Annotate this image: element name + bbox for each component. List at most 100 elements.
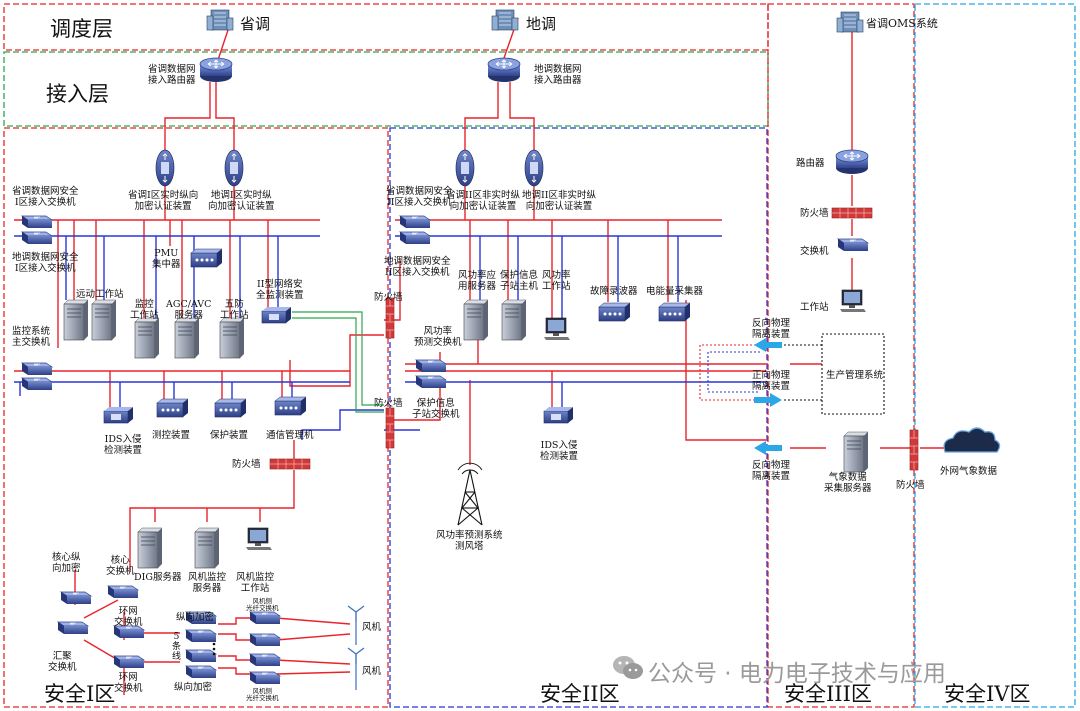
- core-enc-icon[interactable]: [60, 591, 92, 605]
- reverse-isolation-2-icon[interactable]: [754, 441, 782, 455]
- province-enc2-icon[interactable]: [455, 149, 475, 187]
- dispatch-layer-label: 调度层: [50, 17, 113, 41]
- zone3-firewall-label: 防火墙: [800, 208, 829, 219]
- monitor-main-sw-a-icon[interactable]: [21, 362, 53, 376]
- met-tower-icon[interactable]: [457, 462, 483, 526]
- ids2-label: IDS入侵检测装置: [540, 440, 579, 462]
- dig-server-icon[interactable]: [137, 527, 163, 569]
- province-router-icon[interactable]: [199, 57, 233, 83]
- fgl-sw-label: 风功率预测交换机: [414, 326, 462, 348]
- protection-icon[interactable]: [214, 398, 247, 418]
- prefecture-dispatch-label: 地调: [526, 15, 557, 33]
- agc-server-icon[interactable]: [174, 317, 200, 359]
- vert-enc-2a-icon[interactable]: [185, 649, 217, 663]
- monitor-ws-icon[interactable]: [134, 317, 160, 359]
- zone-3-box: [767, 3, 915, 708]
- vert-enc-2b-icon[interactable]: [185, 665, 217, 679]
- measure-ctrl-icon[interactable]: [156, 398, 189, 418]
- fj-side-sw-3-icon[interactable]: [249, 653, 281, 667]
- turbine-2-icon[interactable]: [347, 647, 365, 690]
- ids1-icon[interactable]: [103, 406, 134, 424]
- zone3-switch-icon[interactable]: [837, 238, 869, 252]
- zone3-router-icon[interactable]: [835, 149, 869, 175]
- security-monitor-icon[interactable]: [261, 306, 292, 324]
- telecontrol-ws-b-icon[interactable]: [91, 299, 117, 341]
- fgl-ws-icon[interactable]: [543, 317, 571, 341]
- fj-server-icon[interactable]: [194, 527, 220, 569]
- zone3-firewall-icon[interactable]: [831, 207, 873, 219]
- province-dispatch-icon[interactable]: [206, 9, 234, 31]
- firewall-mid-icon[interactable]: [385, 407, 395, 449]
- prefecture-enc2-label: 地调II区非实时纵向加密认证装置: [522, 190, 597, 212]
- monitor-main-sw-b-icon[interactable]: [21, 377, 53, 391]
- firewall-top-label: 防火墙: [374, 292, 403, 303]
- wufang-ws-icon[interactable]: [219, 317, 245, 359]
- zone3-ws-label: 工作站: [800, 302, 829, 313]
- prot-info-sw-icon[interactable]: [415, 375, 447, 389]
- prefecture-sw2-icon[interactable]: [399, 231, 431, 245]
- zone3-ws-icon[interactable]: [839, 289, 867, 313]
- aggr-sw-icon[interactable]: [57, 621, 89, 635]
- province-router-label: 省调数据网接入路由器: [148, 64, 196, 86]
- vert-enc-1b-icon[interactable]: [185, 629, 217, 643]
- prefecture-sw1-icon[interactable]: [21, 231, 53, 245]
- blue-network-lines: [14, 235, 766, 440]
- province-sw1-icon[interactable]: [21, 215, 53, 229]
- telecontrol-ws-a-icon[interactable]: [63, 299, 89, 341]
- province-sw2-icon[interactable]: [399, 215, 431, 229]
- energy-collector-label: 电能量采集器: [646, 286, 704, 297]
- fj-side-sw-4-icon[interactable]: [249, 671, 281, 685]
- firewall-mid-label: 防火墙: [374, 398, 403, 409]
- zone-4-box: [914, 3, 1076, 708]
- zone4-firewall-icon[interactable]: [909, 429, 919, 471]
- prod-mgmt-label: 生产管理系统: [826, 370, 884, 381]
- prot-info-host-icon[interactable]: [501, 299, 527, 341]
- forward-isolation-label: 正向物理隔离装置: [752, 370, 791, 392]
- reverse-isolation-2-label: 反向物理隔离装置: [752, 460, 791, 482]
- province-enc1-icon[interactable]: [155, 149, 175, 187]
- fj-ws-icon[interactable]: [245, 527, 273, 551]
- weather-server-icon[interactable]: [843, 431, 869, 473]
- prefecture-router-icon[interactable]: [487, 57, 521, 83]
- measure-ctrl-label: 测控装置: [152, 430, 191, 441]
- fault-recorder-icon[interactable]: [598, 302, 631, 322]
- turbine-1-label: 风机: [362, 622, 382, 633]
- comm-mgr-icon[interactable]: [274, 396, 307, 416]
- ext-weather-label: 外网气象数据: [940, 466, 998, 477]
- prefecture-dispatch-icon[interactable]: [491, 9, 519, 31]
- pmu-icon[interactable]: [190, 248, 223, 268]
- access-layer-label: 接入层: [46, 82, 109, 106]
- watermark-text: 公众号 · 电力电子技术与应用: [648, 661, 946, 687]
- monitor-main-sw-label: 监控系统主交换机: [12, 326, 51, 348]
- security-monitor-label: II型网络安全监测装置: [256, 279, 304, 301]
- fgl-sw-icon[interactable]: [415, 359, 447, 373]
- ids2-icon[interactable]: [543, 406, 574, 424]
- prefecture-enc1-icon[interactable]: [224, 149, 244, 187]
- firewall-top-icon[interactable]: [385, 297, 395, 339]
- core-enc-label: 核心纵向加密: [52, 552, 81, 574]
- zone-1-box: [3, 127, 389, 708]
- turbine-1-icon[interactable]: [347, 605, 365, 645]
- zone-3-label: 安全III区: [784, 682, 872, 706]
- energy-collector-icon[interactable]: [658, 302, 691, 322]
- fgl-app-server-icon[interactable]: [463, 299, 489, 341]
- ring-sw-2-icon[interactable]: [113, 655, 145, 669]
- prefecture-router-label: 地调数据网接入路由器: [534, 64, 582, 86]
- ellipsis-dots: [212, 642, 216, 656]
- vert-enc-1-label: 纵向加密: [176, 612, 215, 623]
- aggr-sw-label: 汇聚交换机: [48, 651, 77, 673]
- core-sw-icon[interactable]: [107, 585, 139, 599]
- prot-info-sw-label: 保护信息子站交换机: [412, 398, 460, 420]
- prefecture-enc2-icon[interactable]: [524, 149, 544, 187]
- cloud-icon[interactable]: [943, 427, 1001, 453]
- fj-side-sw-2-icon[interactable]: [249, 633, 281, 647]
- fj-side-sw-1-icon[interactable]: [249, 611, 281, 625]
- province-oms-icon[interactable]: [836, 11, 864, 33]
- firewall-low-icon[interactable]: [269, 458, 311, 470]
